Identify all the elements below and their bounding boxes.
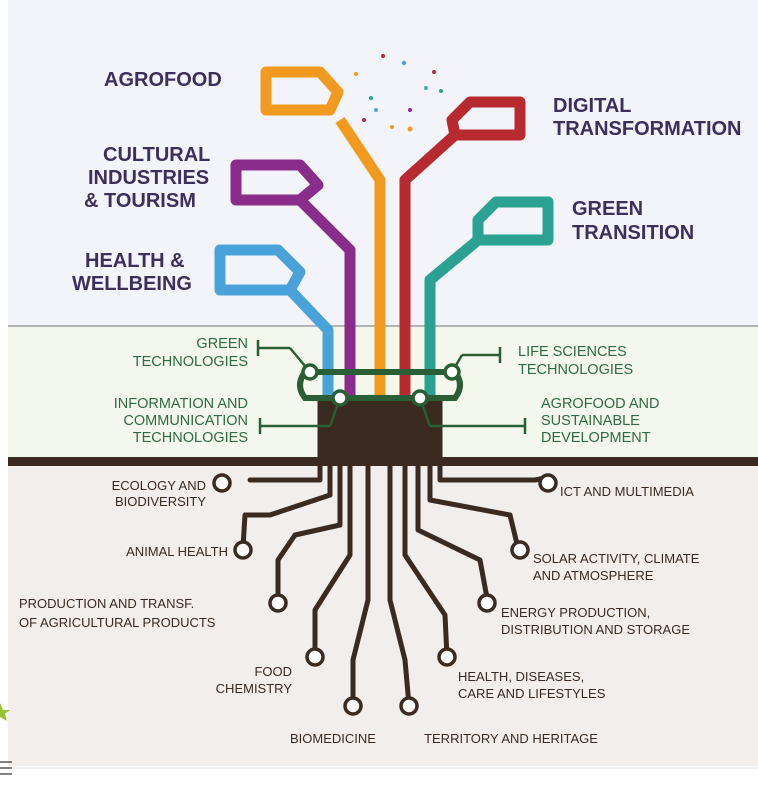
label-production-2: OF AGRICULTURAL PRODUCTS [19,615,216,630]
label-solar-2: AND ATMOSPHERE [533,568,654,583]
label-ict-2: COMMUNICATION [123,413,248,429]
label-ecology-1: ECOLOGY AND [112,478,206,493]
label-animal-health: ANIMAL HEALTH [126,544,228,559]
label-energy-2: DISTRIBUTION AND STORAGE [501,622,690,637]
label-ict-1: INFORMATION AND [114,396,248,412]
label-territory: TERRITORY AND HERITAGE [424,731,598,746]
label-green-tech-1: GREEN [196,336,248,352]
confetti-dots [354,54,443,132]
label-cultural-3: & TOURISM [84,190,196,212]
technology-ring [256,340,527,434]
label-green-tech-2: TECHNOLOGIES [133,354,248,370]
label-life-2: TECHNOLOGIES [518,362,633,378]
label-life-1: LIFE SCIENCES [518,344,627,360]
label-green-2: TRANSITION [572,222,694,244]
label-agro-dev-2: SUSTAINABLE [541,413,640,429]
label-agrofood: AGROFOOD [104,69,222,91]
label-biomedicine: BIOMEDICINE [290,731,376,746]
label-cultural-1: CULTURAL [103,144,210,166]
research-areas-band [8,466,758,766]
label-health-2: WELLBEING [72,273,192,295]
label-food-1: FOOD [254,664,292,679]
label-ict-multimedia: ICT AND MULTIMEDIA [560,484,694,499]
menu-icon[interactable] [0,761,12,775]
label-health-d-1: HEALTH, DISEASES, [458,669,584,684]
label-ict-3: TECHNOLOGIES [133,430,248,446]
label-digital-2: TRANSFORMATION [553,118,742,140]
label-food-2: CHEMISTRY [216,681,293,696]
label-green-1: GREEN [572,198,643,220]
label-health-d-2: CARE AND LIFESTYLES [458,686,606,701]
label-digital-1: DIGITAL [553,95,632,117]
label-energy-1: ENERGY PRODUCTION, [501,605,650,620]
label-agro-dev-1: AGROFOOD AND [541,396,659,412]
sector-branches [214,66,554,400]
star-icon [0,703,10,721]
root-nodes [212,473,558,716]
label-ecology-2: BIODIVERSITY [115,494,206,509]
label-cultural-2: INDUSTRIES [88,167,209,189]
label-production-1: PRODUCTION AND TRANSF. [19,596,194,611]
label-solar-1: SOLAR ACTIVITY, CLIMATE [533,551,700,566]
label-agro-dev-3: DEVELOPMENT [541,430,651,446]
ground-line [8,457,758,466]
label-health-1: HEALTH & [85,250,185,272]
